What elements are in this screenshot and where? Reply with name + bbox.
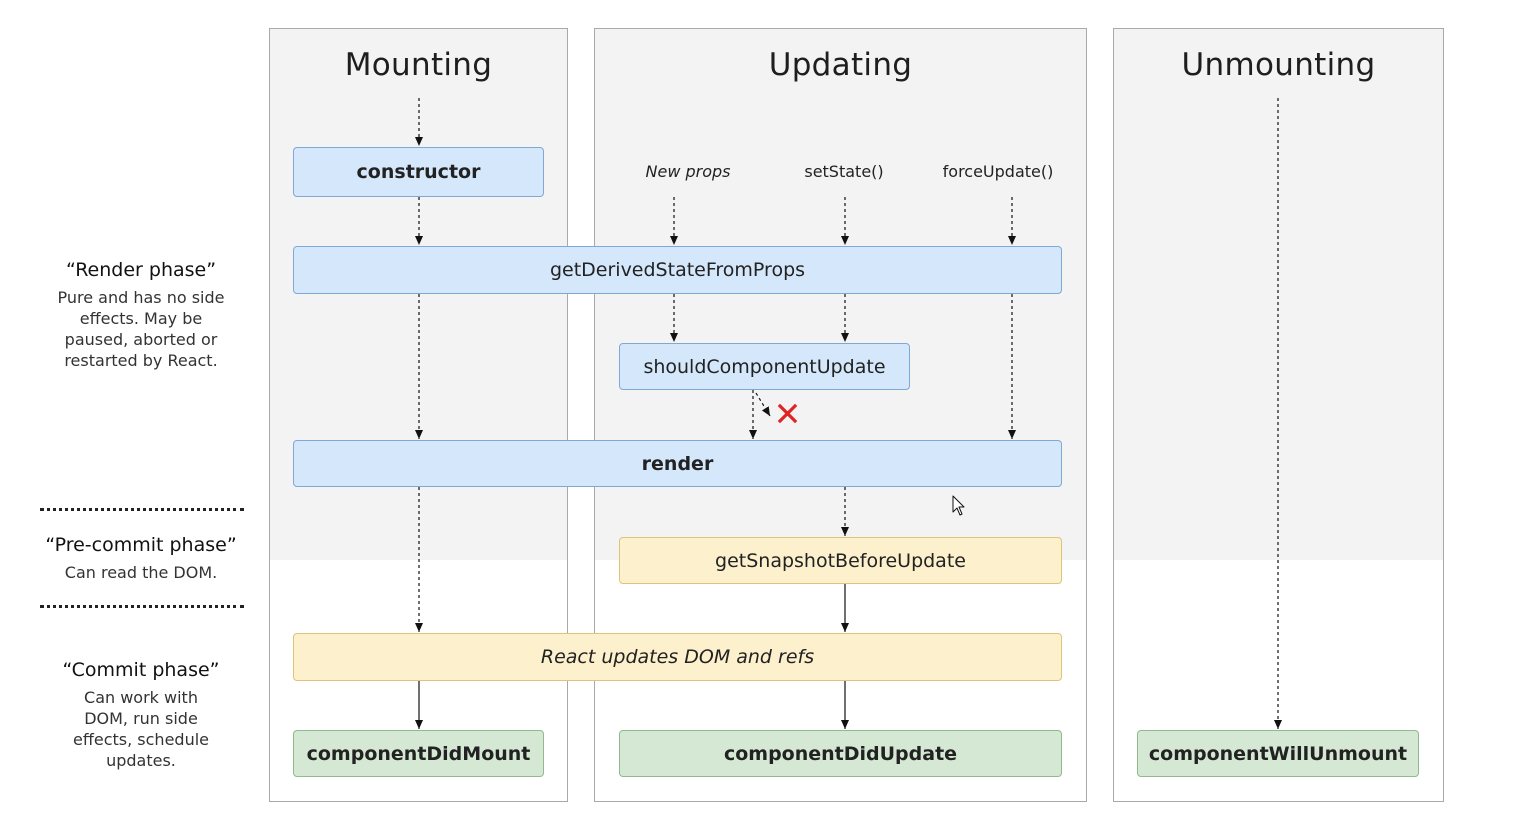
trigger-set-state: setState() [804,162,884,181]
commit-phase-title: “Commit phase” [62,659,220,681]
phase-divider-bottom [40,605,244,608]
constructor-box: constructor [293,147,544,197]
get-snapshot-before-update-box: getSnapshotBeforeUpdate [619,537,1062,584]
pre-commit-phase-title: “Pre-commit phase” [45,534,237,556]
phase-divider-top [40,508,244,511]
react-updates-dom-box: React updates DOM and refs [293,633,1062,681]
unmounting-column: Unmounting [1113,28,1444,802]
component-did-update-box: componentDidUpdate [619,730,1062,777]
pre-commit-phase-description: Can read the DOM. [64,563,218,582]
cancel-x-icon [777,403,798,424]
render-phase-label: “Render phase” Pure and has no side effe… [20,257,262,371]
trigger-new-props: New props [645,162,731,181]
render-phase-title: “Render phase” [65,259,217,281]
mounting-title: Mounting [344,47,493,83]
should-component-update-box: shouldComponentUpdate [619,343,910,390]
render-phase-description: Pure and has no side effects. May be pau… [57,288,225,370]
commit-phase-label: “Commit phase” Can work with DOM, run si… [20,657,262,771]
get-derived-state-from-props-box: getDerivedStateFromProps [293,246,1062,294]
mouse-cursor-icon [952,495,965,516]
arrow-scu-to-cancel [755,392,771,417]
component-did-mount-box: componentDidMount [293,730,544,777]
trigger-force-update: forceUpdate() [942,162,1054,181]
render-box: render [293,440,1062,487]
commit-phase-description: Can work with DOM, run side effects, sch… [73,688,209,770]
pre-commit-phase-label: “Pre-commit phase” Can read the DOM. [20,532,262,583]
unmounting-title: Unmounting [1181,47,1376,83]
updating-title: Updating [768,47,913,83]
component-will-unmount-box: componentWillUnmount [1137,730,1419,777]
